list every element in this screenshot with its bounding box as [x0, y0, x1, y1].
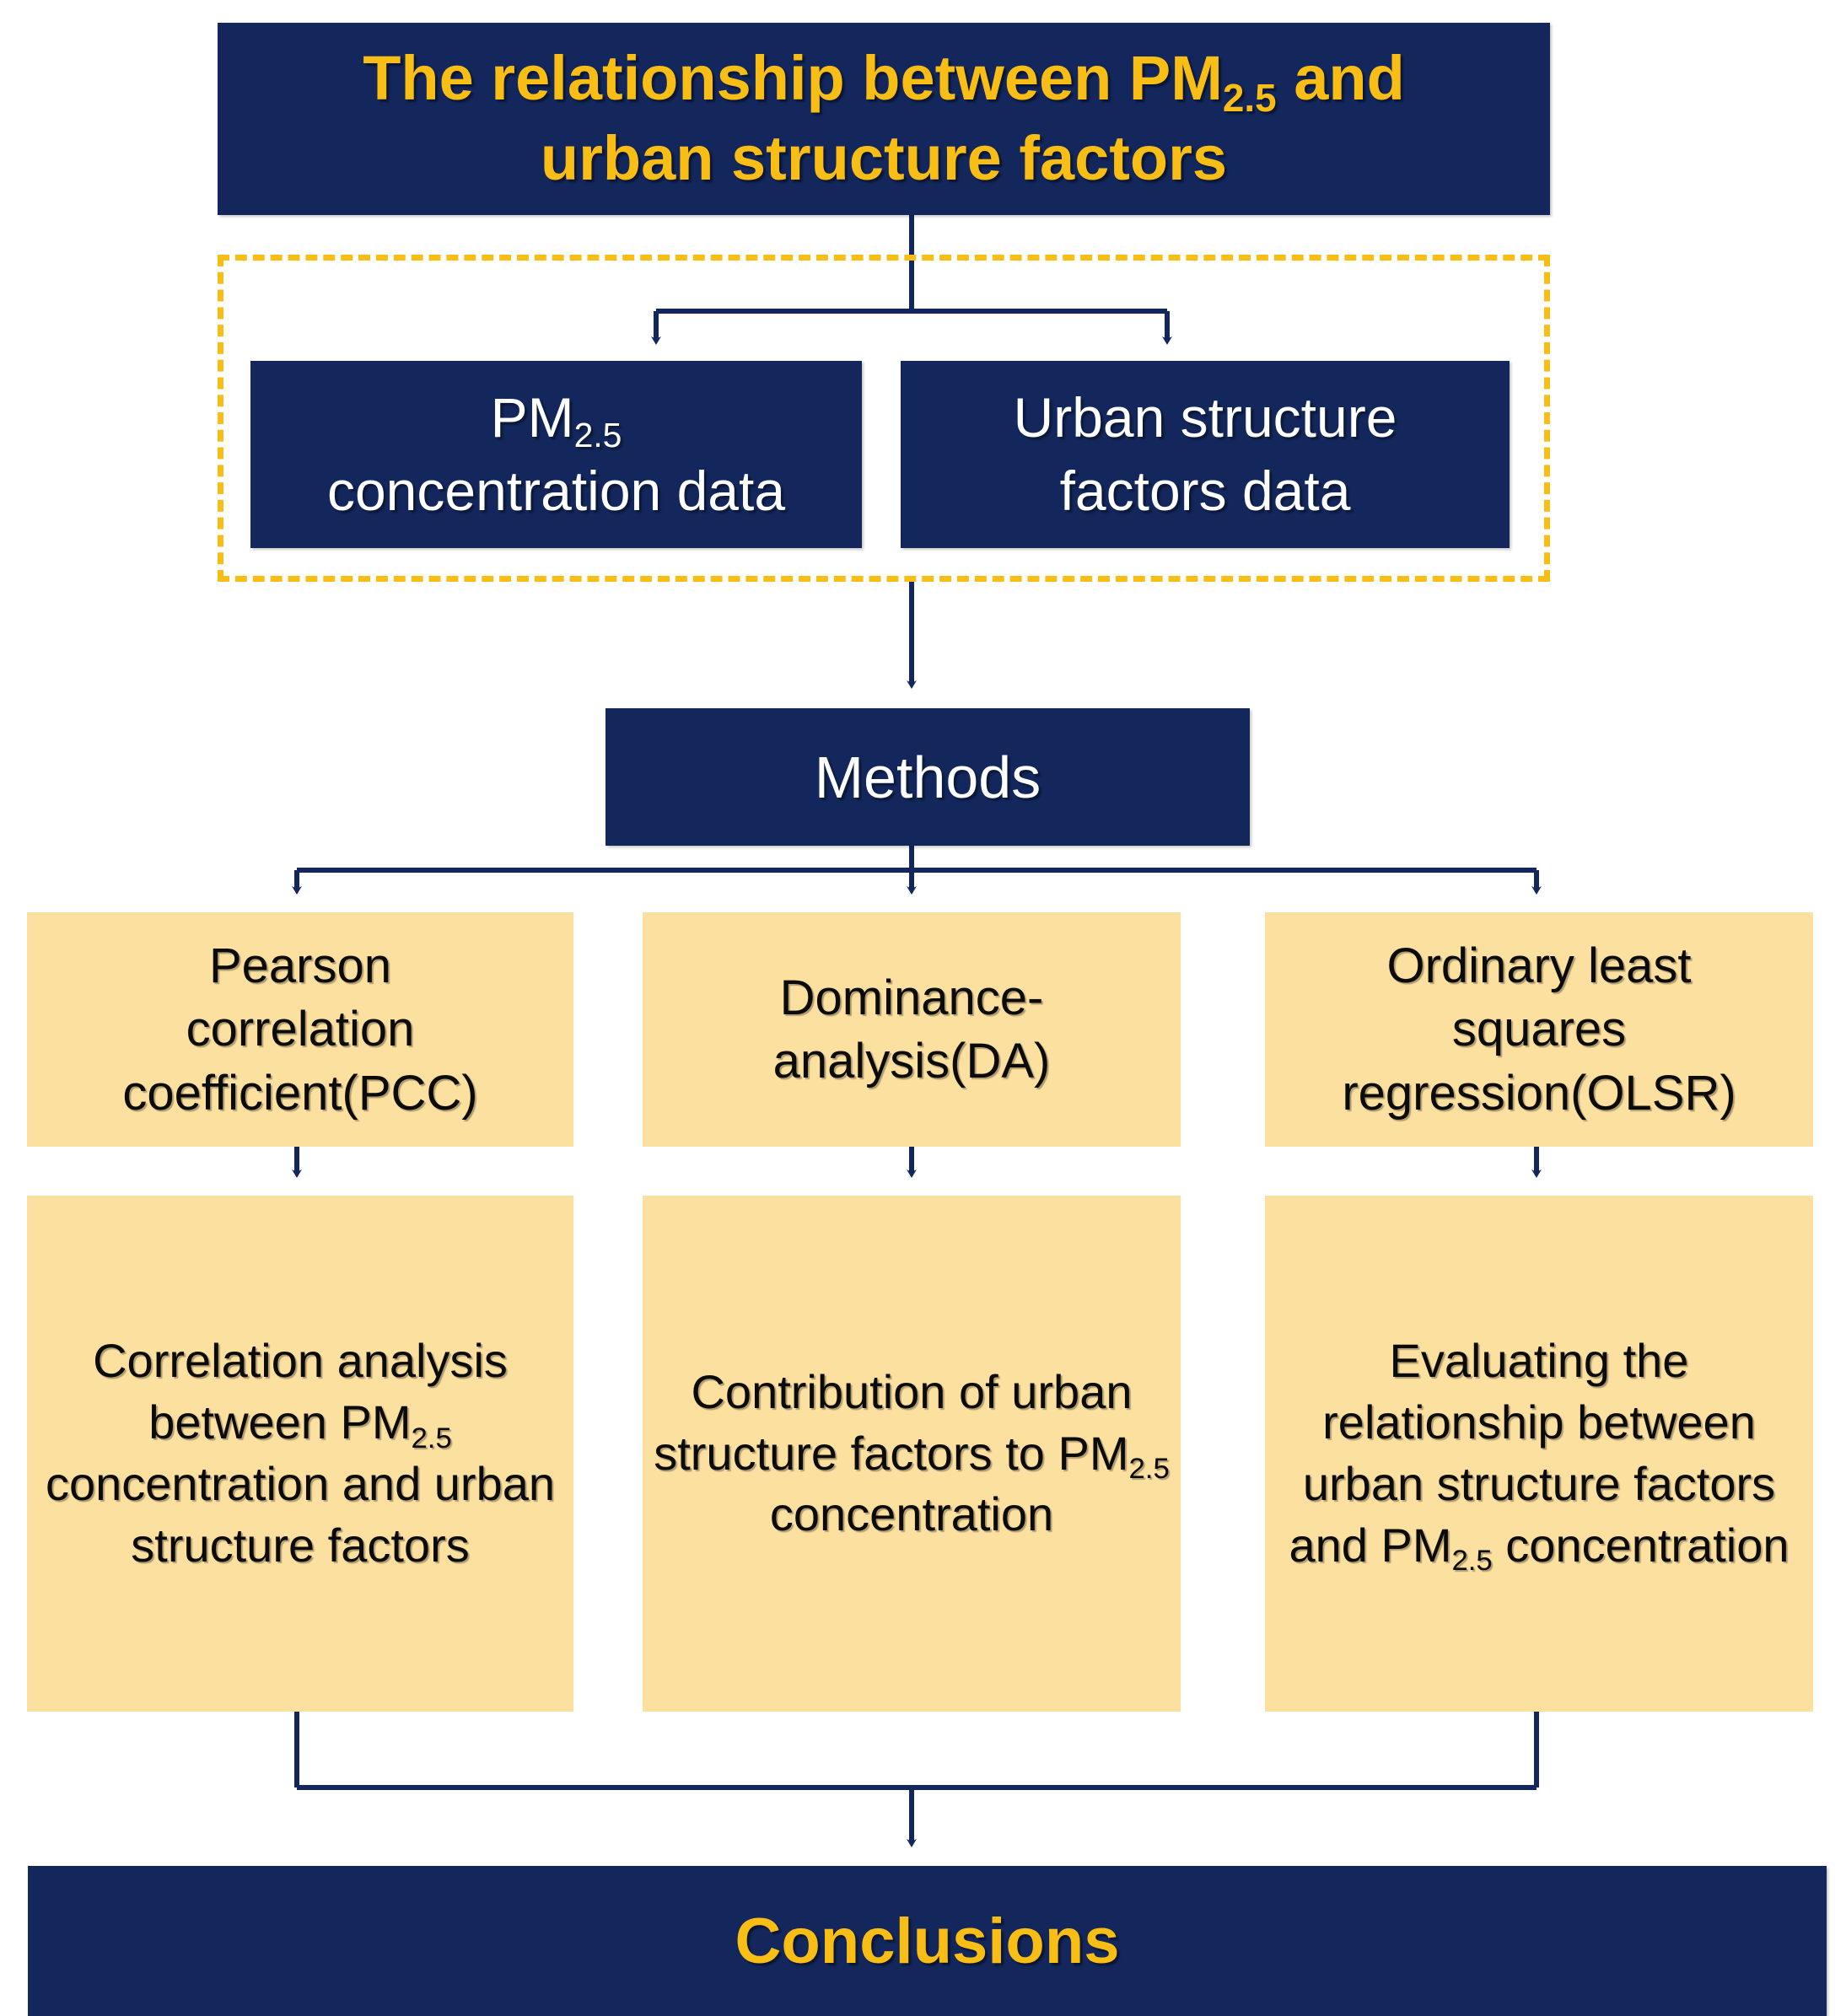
urban-structure-data-box: Urban structure factors data [901, 361, 1510, 548]
methods-label: Methods [814, 744, 1041, 810]
result-da-subscript: 2.5 [1128, 1453, 1170, 1485]
usf-line1: Urban structure [1013, 385, 1397, 449]
conclusions-box: Conclusions [28, 1866, 1827, 2016]
method-pcc-line3: coefficient(PCC) [122, 1065, 478, 1121]
result-da-post: concentration [769, 1487, 1054, 1541]
result-olsr-post: concentration [1492, 1518, 1789, 1572]
title-line1-a: The relationship between PM [363, 43, 1223, 114]
method-da-line2: analysis(DA) [772, 1034, 1051, 1089]
pm25-data-box: PM2.5 concentration data [250, 361, 862, 548]
result-box-pcc: Correlation analysis between PM2.5 conce… [27, 1196, 573, 1712]
result-pcc-subscript: 2.5 [411, 1422, 452, 1454]
result-da-pre: Contribution of urban structure factors … [654, 1364, 1133, 1480]
method-box-olsr: Ordinary least squares regression(OLSR) [1265, 912, 1813, 1147]
result-box-olsr: Evaluating the relationship between urba… [1265, 1196, 1813, 1712]
method-olsr-line2: squares [1451, 1002, 1627, 1057]
method-box-pcc: Pearson correlation coefficient(PCC) [27, 912, 573, 1147]
result-pcc-pre: Correlation analysis between PM [93, 1334, 508, 1449]
method-da-line1: Dominance- [779, 970, 1044, 1025]
conclusions-label: Conclusions [735, 1905, 1120, 1977]
title-line1-subscript: 2.5 [1222, 76, 1277, 121]
usf-line2: factors data [1059, 460, 1351, 522]
pm25-subscript: 2.5 [573, 416, 622, 455]
data-sources-group [218, 255, 1550, 582]
pm25-line2: concentration data [326, 460, 786, 522]
method-pcc-line1: Pearson [208, 938, 392, 993]
result-olsr-subscript: 2.5 [1451, 1545, 1493, 1578]
page-title: The relationship between PM2.5 and urban… [218, 23, 1550, 215]
result-box-da: Contribution of urban structure factors … [643, 1196, 1181, 1712]
result-olsr-pre: Evaluating the relationship between urba… [1289, 1334, 1776, 1572]
method-box-da: Dominance- analysis(DA) [643, 912, 1181, 1147]
title-line1-b: and [1276, 43, 1405, 114]
methods-header-box: Methods [605, 708, 1250, 846]
method-pcc-line2: correlation [186, 1002, 415, 1057]
pm25-label: PM [490, 385, 574, 449]
method-olsr-line3: regression(OLSR) [1342, 1065, 1736, 1121]
title-line2: urban structure factors [540, 123, 1228, 193]
method-olsr-line1: Ordinary least [1386, 938, 1692, 993]
result-pcc-post: concentration and urban structure factor… [46, 1457, 555, 1572]
